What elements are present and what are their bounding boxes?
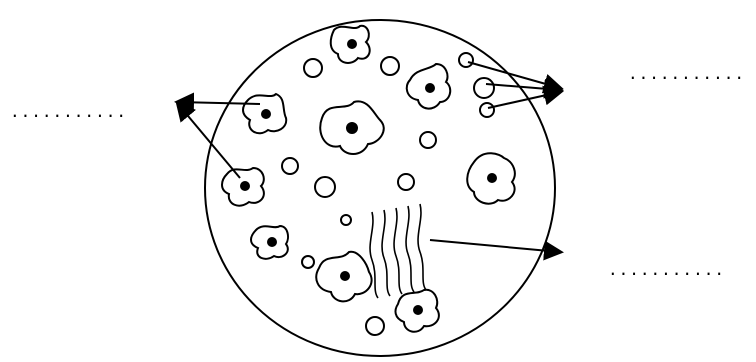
- round-body: [398, 174, 414, 190]
- irregular-cell: [467, 153, 515, 203]
- cell-group: [222, 26, 515, 332]
- irregular-cell: [407, 64, 451, 109]
- irregular-cell: [316, 252, 371, 302]
- label-blank-bottom-right: ...........: [608, 262, 725, 278]
- round-body: [341, 215, 351, 225]
- fibre-strand: [394, 208, 402, 294]
- nucleus: [413, 305, 423, 315]
- irregular-cell: [331, 26, 370, 63]
- label-blank-top-right: ...........: [628, 66, 745, 82]
- arrow-right-bottom: [430, 240, 560, 252]
- round-body: [302, 256, 314, 268]
- nucleus: [240, 181, 250, 191]
- round-body: [366, 317, 384, 335]
- fibre-strand: [406, 206, 414, 292]
- round-body: [480, 103, 494, 117]
- irregular-cell: [320, 101, 384, 154]
- irregular-cell: [222, 168, 264, 206]
- nucleus: [340, 271, 350, 281]
- nucleus: [347, 39, 357, 49]
- arrow-left-lower: [178, 104, 240, 178]
- nucleus: [425, 83, 435, 93]
- outer-section-circle: [205, 20, 555, 356]
- round-body: [420, 132, 436, 148]
- nucleus: [267, 237, 277, 247]
- nucleus: [487, 173, 497, 183]
- round-body: [282, 158, 298, 174]
- irregular-cell: [396, 290, 439, 332]
- round-body: [304, 59, 322, 77]
- arrow-right-top-1: [468, 62, 560, 88]
- arrow-left-upper: [178, 102, 260, 104]
- round-body: [474, 78, 494, 98]
- arrow-right-top-3: [488, 92, 560, 108]
- label-blank-left: ...........: [10, 104, 127, 120]
- fibre-strand: [382, 210, 390, 296]
- fibre-strand: [418, 204, 426, 290]
- round-body: [459, 53, 473, 67]
- round-body: [381, 57, 399, 75]
- irregular-cell: [251, 226, 288, 259]
- irregular-cell: [243, 94, 286, 133]
- nucleus: [346, 122, 358, 134]
- nucleus: [261, 109, 271, 119]
- fibre-group: [370, 204, 426, 298]
- round-body: [315, 177, 335, 197]
